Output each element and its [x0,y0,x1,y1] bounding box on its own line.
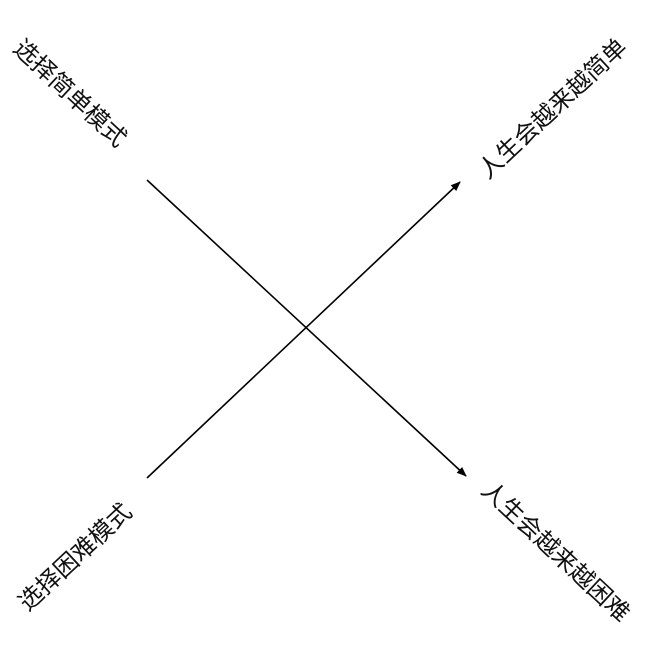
label-choose-hard-mode: 选择困难模式 [13,498,137,617]
label-life-gets-harder: 人生会越来越困难 [476,476,636,627]
label-life-gets-easier: 人生会越来越简单 [473,33,633,184]
label-choose-easy-mode: 选择简单模式 [8,34,132,153]
arrow-hard-to-easy [146,181,461,479]
